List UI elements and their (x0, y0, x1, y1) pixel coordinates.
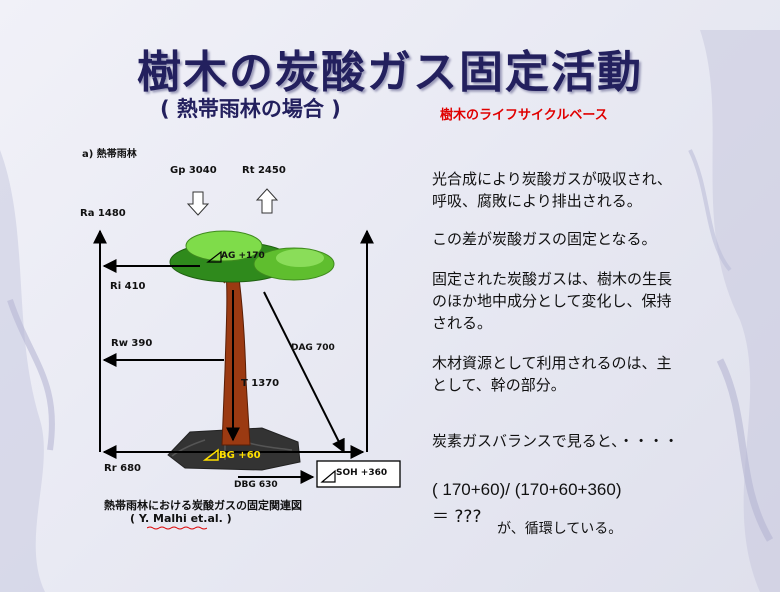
source-underline (147, 526, 207, 530)
slide-title: 樹木の炭酸ガス固定活動 (137, 47, 643, 98)
ri-label: Ri 410 (110, 281, 146, 292)
slide-subtitle: ( 熱帯雨林の場合 ) (160, 97, 341, 121)
soh-delta-icon (320, 469, 336, 483)
bg-delta-icon (202, 448, 219, 461)
formula: ( 170+60)/ (170+60+360) (432, 480, 622, 499)
rt-label: Rt 2450 (242, 165, 286, 176)
diagram-caption: 熱帯雨林における炭酸ガスの固定関連図 (104, 499, 302, 512)
tree-canopy-highlight (276, 249, 324, 267)
text-fixed-carbon: 固定された炭酸ガスは、樹木の生長のほか地中成分として変化し、保持される。 (432, 270, 673, 332)
text-photosynthesis: 光合成により炭酸ガスが吸収され、呼吸、腐敗により排出される。 (432, 170, 672, 210)
dbg-label: DBG 630 (234, 480, 278, 490)
ag-label: AG +170 (221, 251, 265, 261)
diagram-heading: a) 熱帯雨林 (82, 149, 137, 160)
bg-streak-left (0, 150, 45, 592)
bg-streak-right-3 (688, 149, 732, 272)
bg-streak-right (700, 30, 780, 592)
bg-streak-left-2 (7, 299, 55, 451)
text-balance: 炭素ガスバランスで見ると、・・・・ (432, 432, 679, 450)
t-label: T 1370 (241, 378, 280, 389)
text-difference: この差が炭酸ガスの固定となる。 (432, 230, 657, 248)
rt-arrow (255, 188, 279, 214)
text-conclusion: が、循環している。 (497, 521, 623, 537)
rr-label: Rr 680 (104, 463, 141, 474)
rw-label: Rw 390 (111, 338, 153, 349)
text-timber: 木材資源として利用されるのは、主として、幹の部分。 (432, 354, 672, 394)
diagram-source: ( Y. Malhi et.al. ) (130, 512, 232, 525)
dag-label: DAG 700 (291, 343, 335, 353)
bg-streak-right-2 (716, 358, 774, 542)
dag-arrow (263, 291, 345, 454)
ra-label: Ra 1480 (80, 208, 126, 219)
gp-arrow (186, 191, 210, 216)
tree-trunk (221, 269, 251, 446)
formula-equals: ＝ ??? (432, 507, 482, 527)
bg-label: BG +60 (219, 450, 261, 461)
tree-canopy-top (185, 230, 263, 262)
soh-label: SOH +360 (336, 468, 388, 478)
lifecycle-tag: 樹木のライフサイクルベース (440, 108, 608, 123)
gp-label: Gp 3040 (170, 165, 217, 176)
ag-delta-icon (206, 250, 222, 263)
